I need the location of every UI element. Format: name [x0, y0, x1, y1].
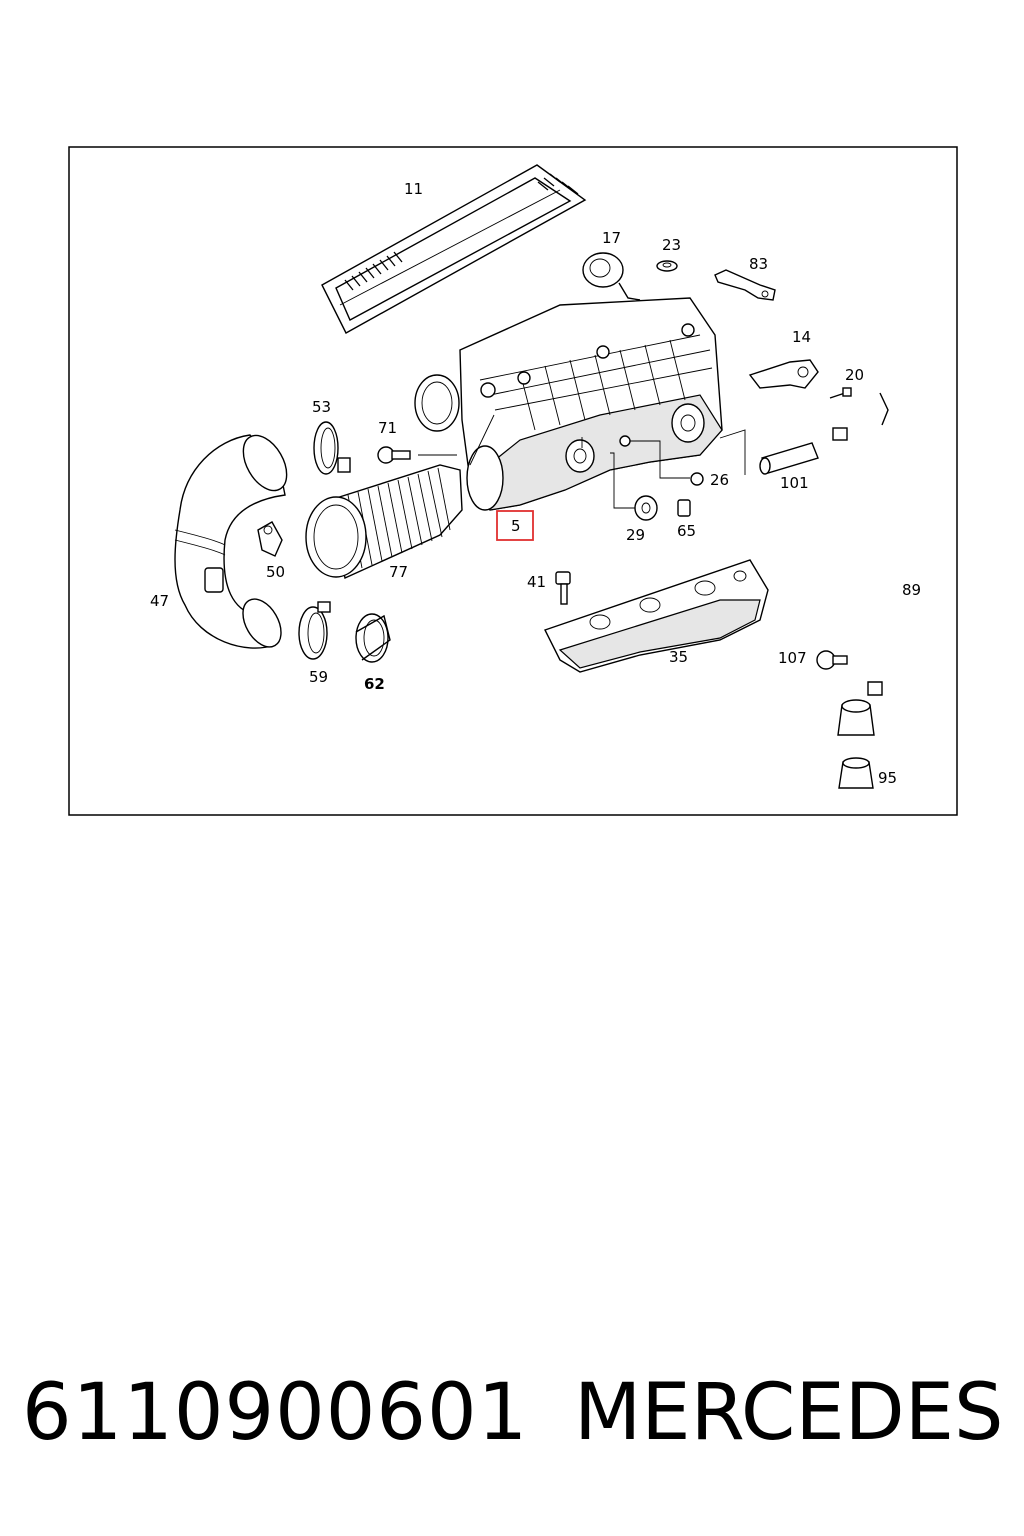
part-number: 6110900601: [22, 1368, 529, 1458]
callout-47[interactable]: 47: [150, 592, 169, 610]
highlight-box: [496, 510, 534, 541]
bolt-65[interactable]: [677, 499, 691, 517]
air-filter-element[interactable]: [321, 164, 587, 334]
callout-53[interactable]: 53: [312, 398, 331, 416]
callout-26[interactable]: 26: [710, 471, 729, 489]
callout-labels: 11 17 23 83 14 20 53 71 26 101 5 29 65 5…: [150, 180, 921, 787]
callout-14[interactable]: 14: [792, 328, 811, 346]
heat-shield-35[interactable]: [544, 559, 769, 673]
leader-lines: [418, 429, 746, 509]
bolt-71[interactable]: [377, 446, 411, 464]
footer: 6110900601 MERCEDES: [0, 1368, 1024, 1468]
callout-77[interactable]: 77: [389, 563, 408, 581]
callout-29[interactable]: 29: [626, 526, 645, 544]
clamp-59[interactable]: [298, 601, 331, 660]
bracket-83[interactable]: [714, 269, 776, 301]
grommet-23[interactable]: [656, 260, 678, 272]
corrugated-hose-77[interactable]: [305, 464, 463, 580]
vent-pipe-89[interactable]: [832, 392, 914, 736]
callout-89[interactable]: 89: [902, 581, 921, 599]
intake-manifold[interactable]: [414, 297, 723, 511]
bolt-107[interactable]: [816, 650, 848, 670]
callout-59[interactable]: 59: [309, 668, 328, 686]
ring-62[interactable]: [355, 613, 391, 663]
callout-23[interactable]: 23: [662, 236, 681, 254]
callout-50[interactable]: 50: [266, 563, 285, 581]
callout-62[interactable]: 62: [364, 675, 385, 693]
clamp-53[interactable]: [313, 421, 351, 475]
callout-95[interactable]: 95: [878, 769, 897, 787]
callout-71[interactable]: 71: [378, 419, 397, 437]
plug-95[interactable]: [838, 757, 874, 789]
screw-20[interactable]: [829, 387, 852, 399]
grommet-29[interactable]: [634, 495, 658, 521]
brand-name: MERCEDES: [574, 1368, 1004, 1458]
callout-107[interactable]: 107: [778, 649, 807, 667]
callout-101[interactable]: 101: [780, 474, 809, 492]
callout-83[interactable]: 83: [749, 255, 768, 273]
callout-41[interactable]: 41: [527, 573, 546, 591]
callout-35[interactable]: 35: [669, 648, 688, 666]
fitting-50[interactable]: [257, 521, 283, 557]
bolt-41[interactable]: [555, 571, 571, 605]
callout-5[interactable]: 5: [511, 517, 521, 535]
plug-26[interactable]: [690, 472, 704, 486]
air-duct-47[interactable]: [174, 428, 296, 653]
callout-11[interactable]: 11: [404, 180, 423, 198]
callout-17[interactable]: 17: [602, 229, 621, 247]
sensor-14[interactable]: [748, 359, 819, 389]
pressure-damper[interactable]: [582, 252, 641, 301]
callout-20[interactable]: 20: [845, 366, 864, 384]
sleeve-101[interactable]: [759, 442, 819, 475]
callout-65[interactable]: 65: [677, 522, 696, 540]
